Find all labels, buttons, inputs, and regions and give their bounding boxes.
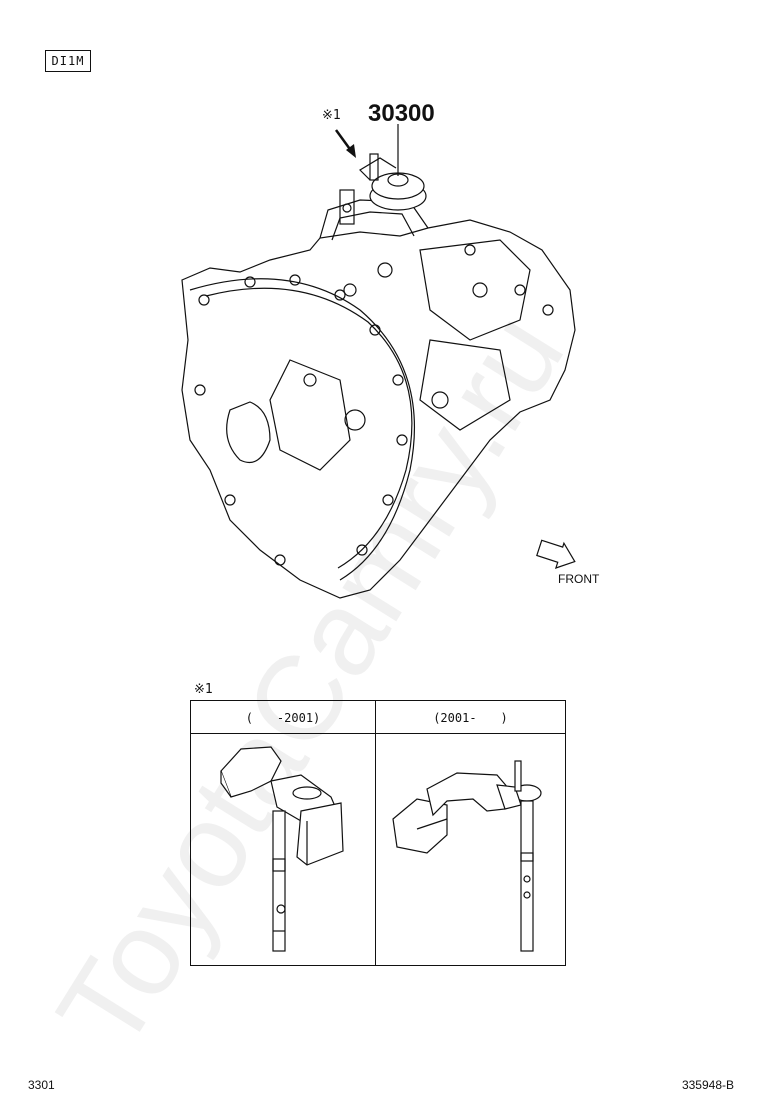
illustration-id: 335948-B xyxy=(681,1078,734,1092)
shift-shaft-late-drawing xyxy=(392,760,542,952)
transmission-assembly-drawing xyxy=(181,153,576,599)
front-arrow-icon xyxy=(536,539,576,569)
callout-arrow xyxy=(334,129,356,158)
column-divider xyxy=(375,701,376,965)
diagram-code-box: DI1M xyxy=(45,50,91,72)
variant-table: ( -2001) (2001- ) xyxy=(190,700,566,966)
part-leader-line xyxy=(397,124,399,176)
shift-shaft-early-drawing xyxy=(220,746,344,952)
column-header-early: ( -2001) xyxy=(191,701,376,733)
column-header-late: (2001- ) xyxy=(433,710,508,725)
callout-note-mark: ※1 xyxy=(322,108,341,123)
header-divider xyxy=(191,733,565,734)
part-number-label: 30300 xyxy=(368,100,435,127)
front-direction-label: FRONT xyxy=(558,572,600,586)
page-number: 3301 xyxy=(28,1078,55,1092)
table-note-mark: ※1 xyxy=(194,682,213,697)
